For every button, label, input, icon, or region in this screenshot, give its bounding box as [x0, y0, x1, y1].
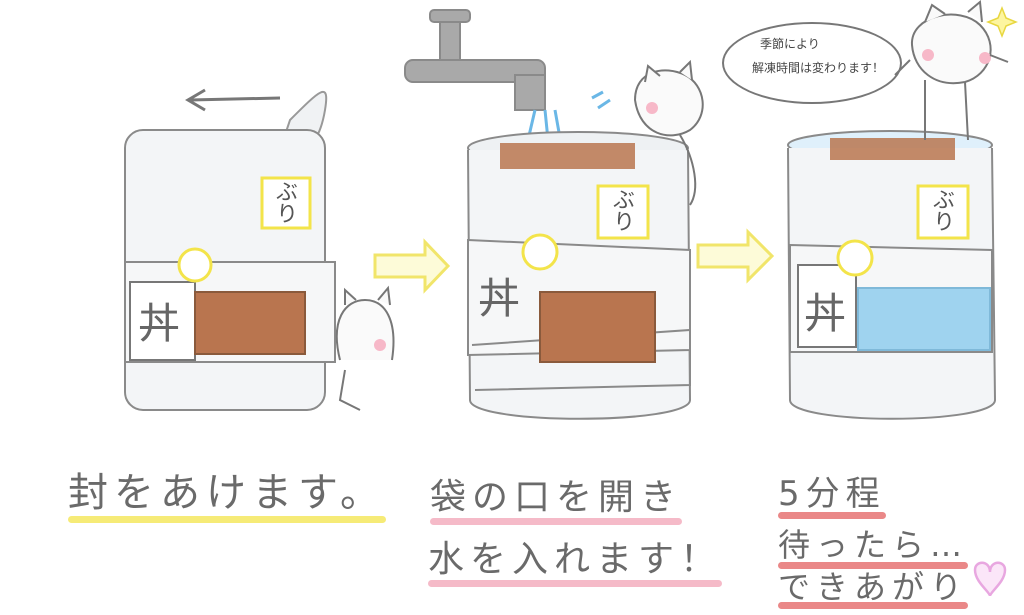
caption-line: 封をあけます。 — [68, 470, 386, 516]
caption-line: 水を入れます！ — [428, 539, 723, 580]
caption-line: できあがり — [778, 568, 969, 606]
cat-icon — [335, 285, 395, 411]
step-2-caption-line-1: 袋の口を開き — [430, 468, 683, 525]
cat-icon — [894, 0, 1009, 141]
right-arrow-icon — [696, 228, 775, 284]
step-2-caption-line-2: 水を入れます！ — [428, 530, 723, 587]
speech-line-2: 解凍時間は変わります！ — [752, 61, 885, 75]
step-3-caption-line-2: 待ったら… — [778, 520, 969, 569]
speech-line-1: 季節により — [760, 37, 820, 51]
step-1-bag — [124, 88, 395, 411]
step-3-caption-line-3: できあがり — [778, 562, 969, 609]
left-arrow-icon — [185, 88, 281, 112]
bag-label-step1: ぶり — [272, 180, 297, 224]
bowl-label-step2: 丼 — [478, 274, 521, 323]
cat-icon — [633, 59, 704, 206]
right-arrow-icon — [373, 238, 451, 294]
bowl-label-step1: 丼 — [138, 299, 181, 348]
step-3-caption-line-1: 5分程 — [778, 466, 886, 519]
step-1-caption: 封をあけます。 — [68, 460, 386, 523]
step-3-bag — [787, 0, 1019, 420]
sparkle-icon — [985, 5, 1019, 39]
caption-underline — [428, 580, 723, 587]
caption-underline — [778, 562, 969, 569]
speech-bubble: 季節により 解凍時間は変わります！ — [722, 22, 902, 104]
caption-underline — [430, 518, 683, 525]
caption-underline — [778, 512, 886, 519]
bowl-label-step3: 丼 — [804, 289, 847, 338]
caption-line: 待ったら… — [778, 526, 969, 564]
step-2-bag — [404, 9, 704, 420]
bag-label-step2: ぶり — [609, 188, 634, 232]
caption-underline — [68, 516, 386, 523]
bag-label-step3: ぶり — [929, 188, 954, 232]
caption-underline — [778, 602, 969, 609]
faucet-icon — [404, 9, 546, 111]
caption-line: 袋の口を開き — [430, 477, 683, 518]
caption-line: 5分程 — [778, 474, 886, 514]
heart-icon — [973, 561, 1007, 597]
